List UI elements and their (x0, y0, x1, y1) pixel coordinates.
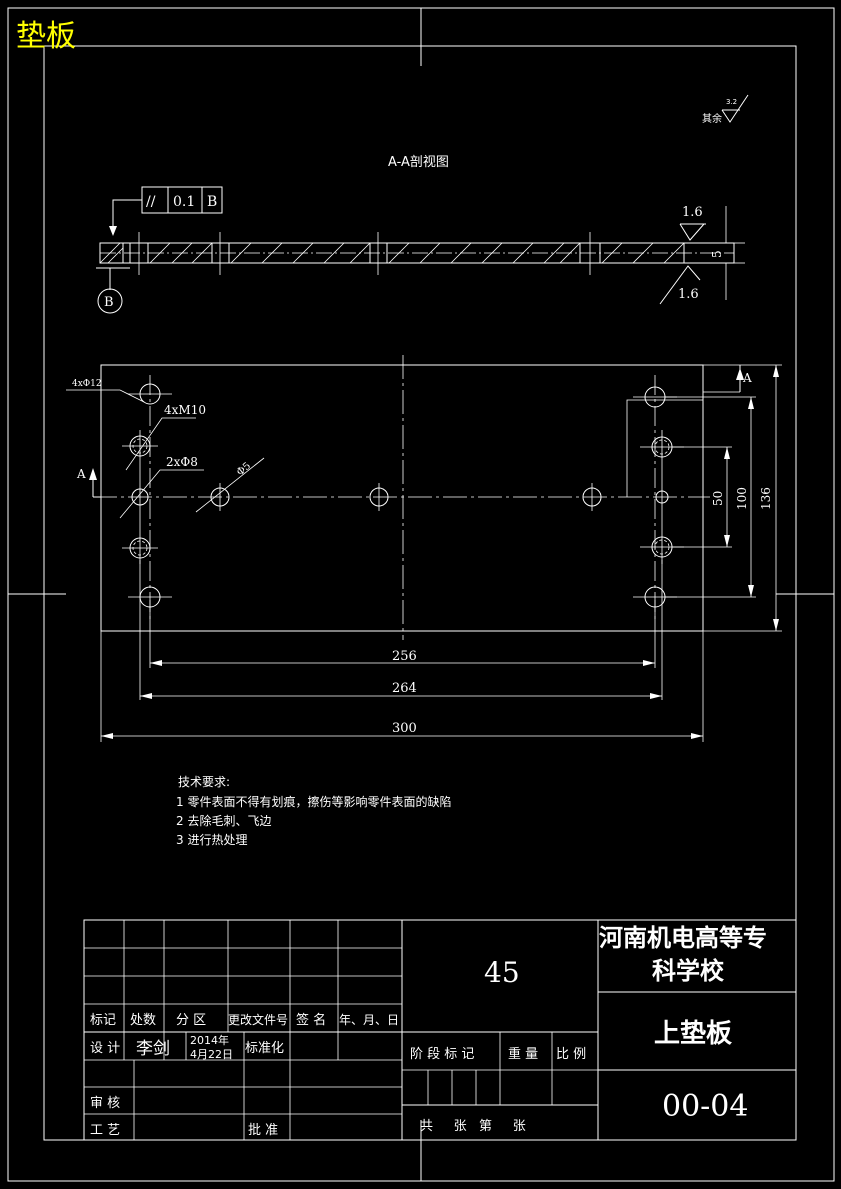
stage-label: 阶 段 标 记 (410, 1047, 474, 1062)
dim-256: 256 (149, 600, 656, 668)
design-date-line1: 2014年 (190, 1033, 229, 1047)
design-date-line2: 4月22日 (190, 1048, 233, 1061)
material: 45 (484, 956, 520, 989)
svg-text:50: 50 (711, 491, 725, 506)
dim-136: 136 (703, 364, 782, 632)
roughness-top: 1.6 (682, 205, 703, 220)
dim-300: 300 (100, 631, 704, 742)
dim-264: 264 (139, 560, 663, 700)
corner-title: 垫板 (16, 19, 76, 54)
section-mark-left: A (76, 467, 86, 481)
tech-item: 2 去除毛刺、飞边 (176, 813, 271, 828)
roughness-other-value: 3.2 (726, 98, 737, 106)
header-zone: 分 区 (176, 1013, 206, 1028)
title-block: 45 河南机电高等专 科学校 上垫板 00-04 标记 处数 分 区 更改文件号… (83, 919, 797, 1141)
dim-100: 100 (665, 396, 756, 598)
roughness-top-icon (679, 223, 705, 241)
svg-text:136: 136 (759, 487, 773, 510)
roughness-other-label: 其余 (702, 112, 722, 125)
header-count: 处数 (130, 1013, 156, 1028)
datum-b-label: B (104, 295, 114, 310)
header-date: 年、月、日 (339, 1013, 399, 1027)
sheets-label: 共 张 第 张 (420, 1119, 526, 1134)
tech-item: 1 零件表面不得有划痕，擦伤等影响零件表面的缺陷 (176, 794, 451, 809)
header-signature: 签 名 (296, 1012, 326, 1028)
designer-name: 李剑 (136, 1039, 170, 1059)
datum-b-circle (97, 288, 123, 314)
svg-text:100: 100 (735, 487, 749, 510)
school-name-line2: 科学校 (652, 957, 725, 985)
plan-view (89, 355, 744, 640)
approve-label: 批 准 (248, 1123, 278, 1138)
label-2xphi8: 2xΦ8 (166, 455, 198, 469)
school-name-line1: 河南机电高等专 (599, 924, 767, 952)
roughness-bottom-icon (659, 265, 701, 305)
header-mark: 标记 (90, 1013, 116, 1028)
section-view (99, 232, 735, 275)
svg-text:B: B (207, 194, 217, 210)
part-name: 上垫板 (654, 1019, 732, 1049)
review-label: 审 核 (90, 1096, 120, 1111)
header-change-doc: 更改文件号 (228, 1012, 288, 1027)
svg-text:300: 300 (392, 721, 417, 736)
scale-label: 比 例 (556, 1047, 586, 1062)
label-4xm10: 4xM10 (164, 403, 206, 417)
weight-label: 重 量 (508, 1046, 538, 1062)
dim-50: 50 (672, 446, 732, 548)
outer-border (7, 7, 835, 1182)
roughness-bottom: 1.6 (678, 287, 699, 302)
svg-text:256: 256 (392, 649, 417, 664)
svg-text:264: 264 (392, 681, 417, 696)
section-title: A-A剖视图 (388, 155, 449, 170)
section-mark-right: A (742, 371, 752, 385)
drawing-number: 00-04 (662, 1089, 748, 1124)
label-phi5: Φ5 (235, 461, 253, 479)
design-label: 设 计 (90, 1041, 120, 1056)
tolerance-frame: // 0.1 B (109, 186, 223, 236)
roughness-symbol-icon (721, 94, 749, 123)
tech-requirements: 技术要求: 1 零件表面不得有划痕，擦伤等影响零件表面的缺陷 2 去除毛刺、飞边… (176, 775, 451, 847)
tech-item: 3 进行热处理 (176, 833, 247, 847)
process-label: 工 艺 (90, 1123, 120, 1138)
label-4xphi12: 4xΦ12 (72, 379, 102, 389)
tech-heading: 技术要求: (178, 775, 230, 789)
standardize-label: 标准化 (245, 1041, 284, 1056)
parallelism-symbol: // (146, 194, 156, 210)
svg-text:0.1: 0.1 (173, 194, 195, 210)
thickness-dim: 5 (710, 250, 724, 258)
